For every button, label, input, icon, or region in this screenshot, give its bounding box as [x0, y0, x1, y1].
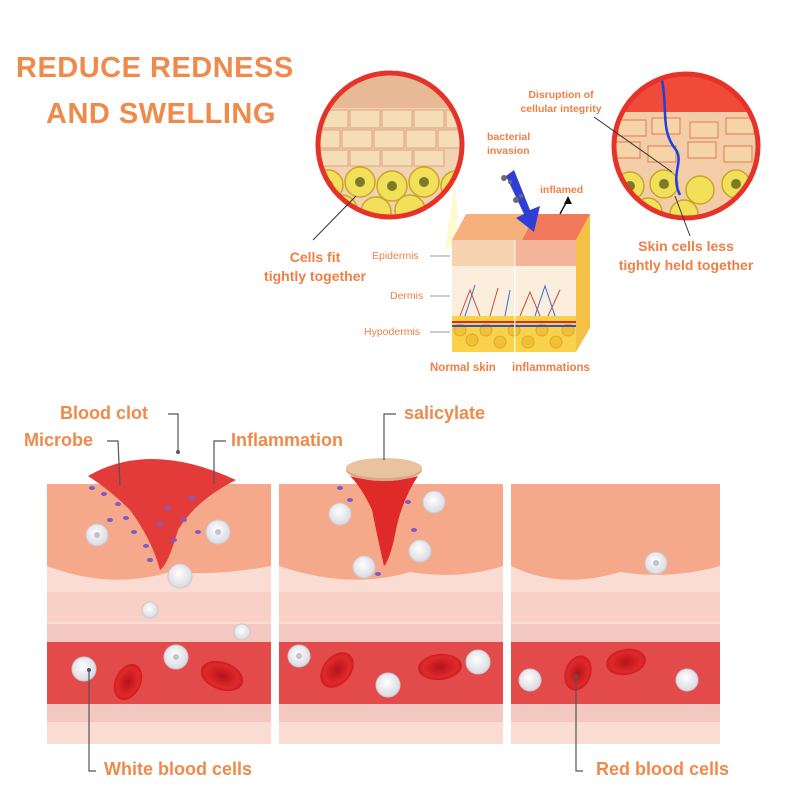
skin-block — [452, 214, 590, 352]
red-blood-cells-label: Red blood cells — [596, 759, 730, 779]
title-line-2: AND SWELLING — [46, 98, 276, 130]
bottom-panels — [47, 413, 720, 772]
bacterial-invasion-label: bacterial invasion — [487, 131, 531, 157]
layer-dermis: Dermis — [390, 290, 424, 302]
microbe-label: Microbe — [24, 430, 94, 450]
layer-hypodermis: Hypodermis — [364, 326, 421, 338]
normal-cells-magnifier — [318, 73, 462, 217]
blood-clot-label: Blood clot — [60, 403, 148, 423]
layer-epidermis: Epidermis — [372, 250, 419, 262]
normal-skin-label: Normal skin — [430, 362, 496, 374]
invasion-arrow — [506, 170, 540, 232]
title-line-1: REDUCE REDNESS — [16, 52, 294, 84]
salicylate-label: salicylate — [404, 403, 486, 423]
skin-cells-less-label: Skin cells less tightly held together — [618, 238, 754, 273]
inflammations-label: inflammations — [512, 362, 590, 374]
right-magnifier-ring — [611, 71, 761, 221]
white-blood-cells-label: White blood cells — [104, 759, 253, 779]
disruption-label: Disruption of cellular integrity — [520, 89, 602, 115]
inflammation-label: Inflammation — [231, 430, 344, 450]
blood-clot — [88, 458, 236, 570]
cells-fit-label: Cells fit tightly together — [264, 249, 366, 284]
left-magnifier-ring — [315, 70, 465, 220]
inflamed-label: inflamed — [540, 184, 584, 196]
